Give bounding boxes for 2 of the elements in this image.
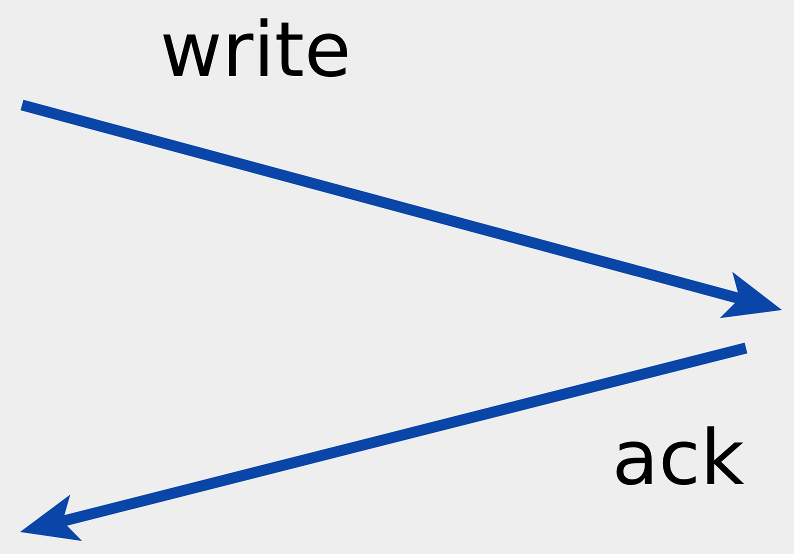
arrow-label: ack [612,420,744,496]
arrow-label: write [160,12,352,88]
